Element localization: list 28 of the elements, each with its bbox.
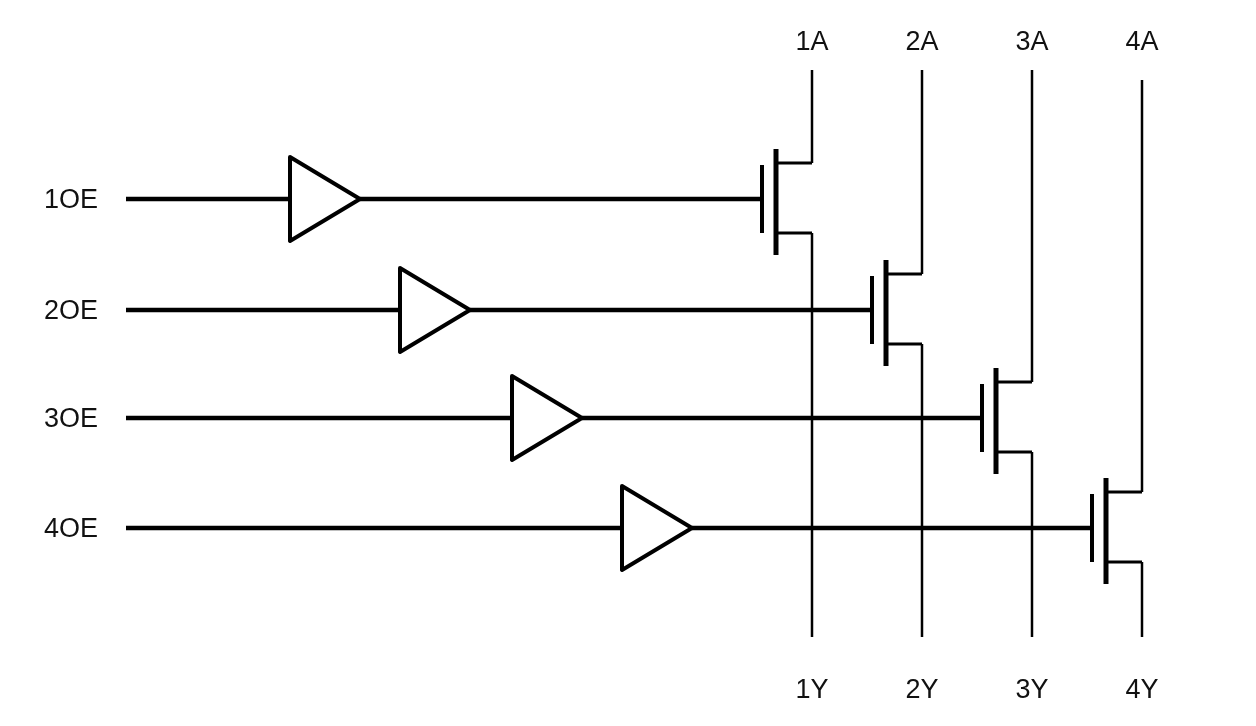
wire bbox=[810, 70, 814, 165]
wire bbox=[1030, 450, 1034, 637]
wire bbox=[920, 70, 924, 276]
pin-label: 4Y bbox=[1125, 674, 1159, 704]
pin-label: 3A bbox=[1015, 26, 1049, 56]
wire bbox=[126, 525, 622, 531]
pin-label: 3OE bbox=[44, 403, 99, 433]
wire bbox=[470, 307, 872, 313]
wire bbox=[126, 196, 290, 202]
pin-label: 4OE bbox=[44, 513, 99, 543]
wire bbox=[582, 415, 982, 421]
pin-label: 2OE bbox=[44, 295, 99, 325]
pin-label: 2A bbox=[905, 26, 939, 56]
pin-label: 3Y bbox=[1015, 674, 1049, 704]
wire bbox=[920, 342, 924, 637]
wire bbox=[1140, 560, 1144, 637]
pin-label: 1OE bbox=[44, 184, 99, 214]
pin-label: 1Y bbox=[795, 674, 829, 704]
wire bbox=[1140, 80, 1144, 494]
wire bbox=[1030, 70, 1034, 384]
wire bbox=[126, 307, 400, 313]
pin-label: 4A bbox=[1125, 26, 1159, 56]
wire bbox=[126, 415, 512, 421]
pin-label: 2Y bbox=[905, 674, 939, 704]
wire bbox=[360, 196, 762, 202]
pin-label: 1A bbox=[795, 26, 829, 56]
wire bbox=[692, 525, 1092, 531]
wire bbox=[810, 231, 814, 637]
